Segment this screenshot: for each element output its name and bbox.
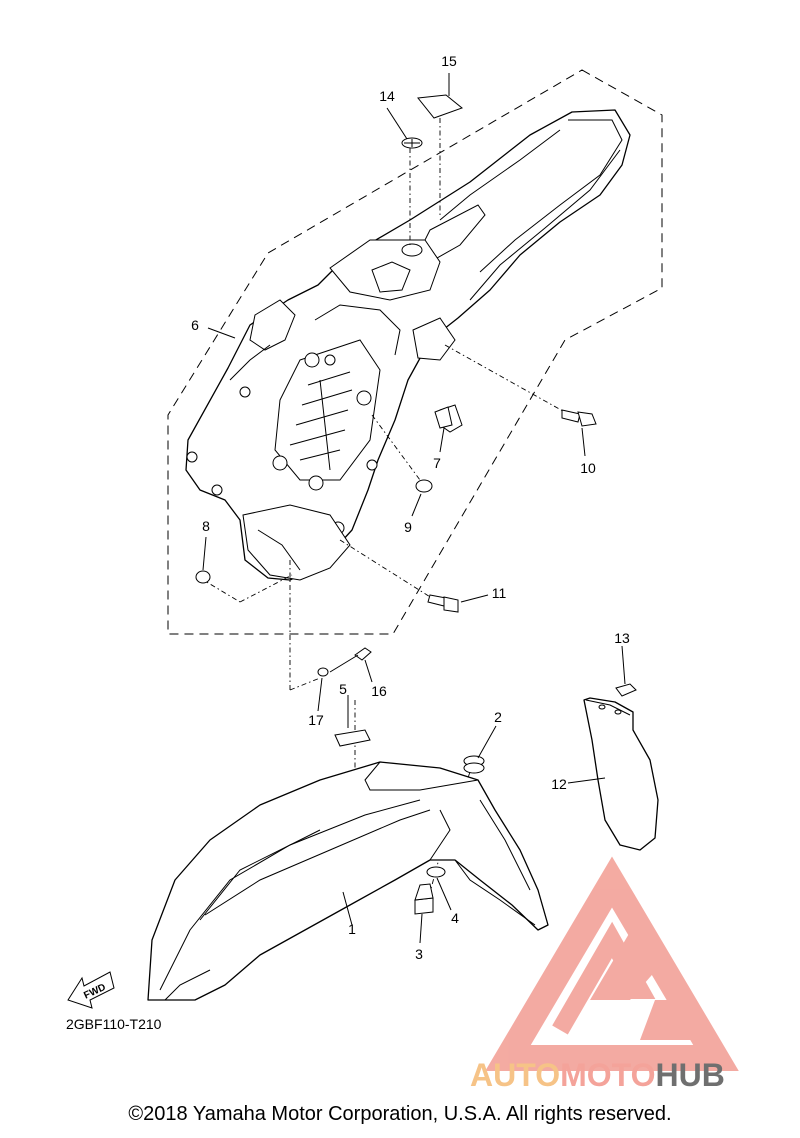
watermark-logo-icon [485, 856, 739, 1071]
callout-12: 12 [551, 776, 567, 792]
washer-4[interactable] [426, 866, 446, 878]
callout-4: 4 [451, 910, 459, 926]
callout-3: 3 [415, 946, 423, 962]
callout-10: 10 [580, 460, 596, 476]
bolt-11[interactable] [427, 594, 459, 613]
screw-16[interactable] [329, 647, 372, 673]
copyright-notice: ©2018 Yamaha Motor Corporation, U.S.A. A… [128, 1103, 672, 1125]
callout-6: 6 [191, 317, 199, 333]
screw-13[interactable] [615, 683, 637, 697]
grommet-14[interactable] [401, 137, 423, 149]
bolt-3[interactable] [414, 883, 434, 915]
callout-14: 14 [379, 88, 395, 104]
callout-15: 15 [441, 53, 457, 69]
collar-7[interactable] [434, 406, 453, 429]
sticker-5[interactable] [334, 729, 371, 747]
fwd-arrow-icon: FWD [67, 971, 115, 1009]
watermark-word-moto: MOTO [560, 1057, 656, 1093]
watermark-wordmark: AUTOMOTOHUB [470, 1057, 725, 1094]
sticker-15[interactable] [417, 94, 464, 119]
nut-17[interactable] [317, 667, 329, 677]
callout-17: 17 [308, 712, 324, 728]
callout-8: 8 [202, 518, 210, 534]
mud-flap[interactable] [583, 697, 659, 851]
rear-fender[interactable] [185, 109, 631, 581]
collar-8[interactable] [195, 570, 211, 584]
callout-7: 7 [433, 455, 441, 471]
callout-13: 13 [614, 630, 630, 646]
washer-2[interactable] [463, 755, 485, 774]
drawing-code: 2GBF110-T210 [66, 1016, 162, 1032]
callout-5: 5 [339, 681, 347, 697]
front-fender[interactable] [147, 761, 549, 1001]
callout-11: 11 [492, 585, 507, 601]
watermark-word-hub: HUB [655, 1057, 725, 1093]
bolt-10[interactable] [561, 409, 597, 427]
callout-9: 9 [404, 519, 412, 535]
callout-1: 1 [348, 921, 356, 937]
watermark-word-auto: AUTO [470, 1057, 561, 1093]
damper-9[interactable] [415, 479, 433, 493]
callout-16: 16 [371, 683, 387, 699]
callout-2: 2 [494, 709, 502, 725]
